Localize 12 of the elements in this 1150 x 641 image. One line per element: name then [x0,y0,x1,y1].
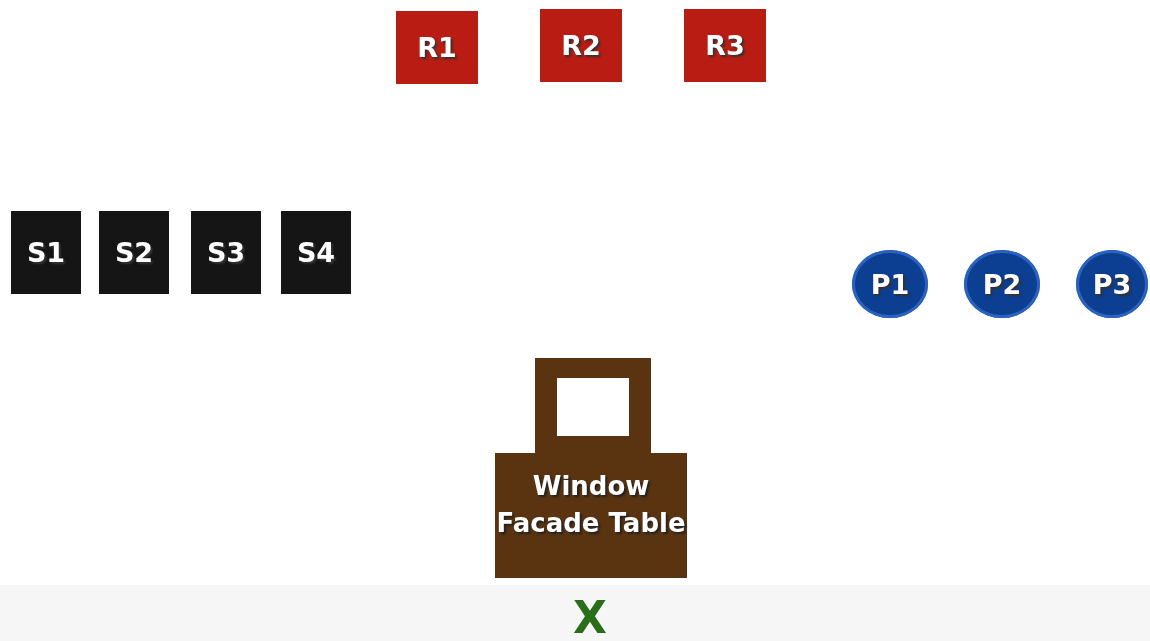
circle-marker: P2 [964,250,1040,318]
square-marker: R2 [540,9,622,82]
square-marker: S2 [99,211,169,294]
circle-marker: P1 [852,250,928,318]
square-marker: R1 [396,11,478,84]
circle-marker: P3 [1076,250,1148,318]
table-label: Window Facade Table [495,470,687,540]
square-marker: S1 [11,211,81,294]
square-marker: R3 [684,9,766,82]
square-marker: S3 [191,211,261,294]
square-marker: S4 [281,211,351,294]
position-mark: X [573,596,607,640]
